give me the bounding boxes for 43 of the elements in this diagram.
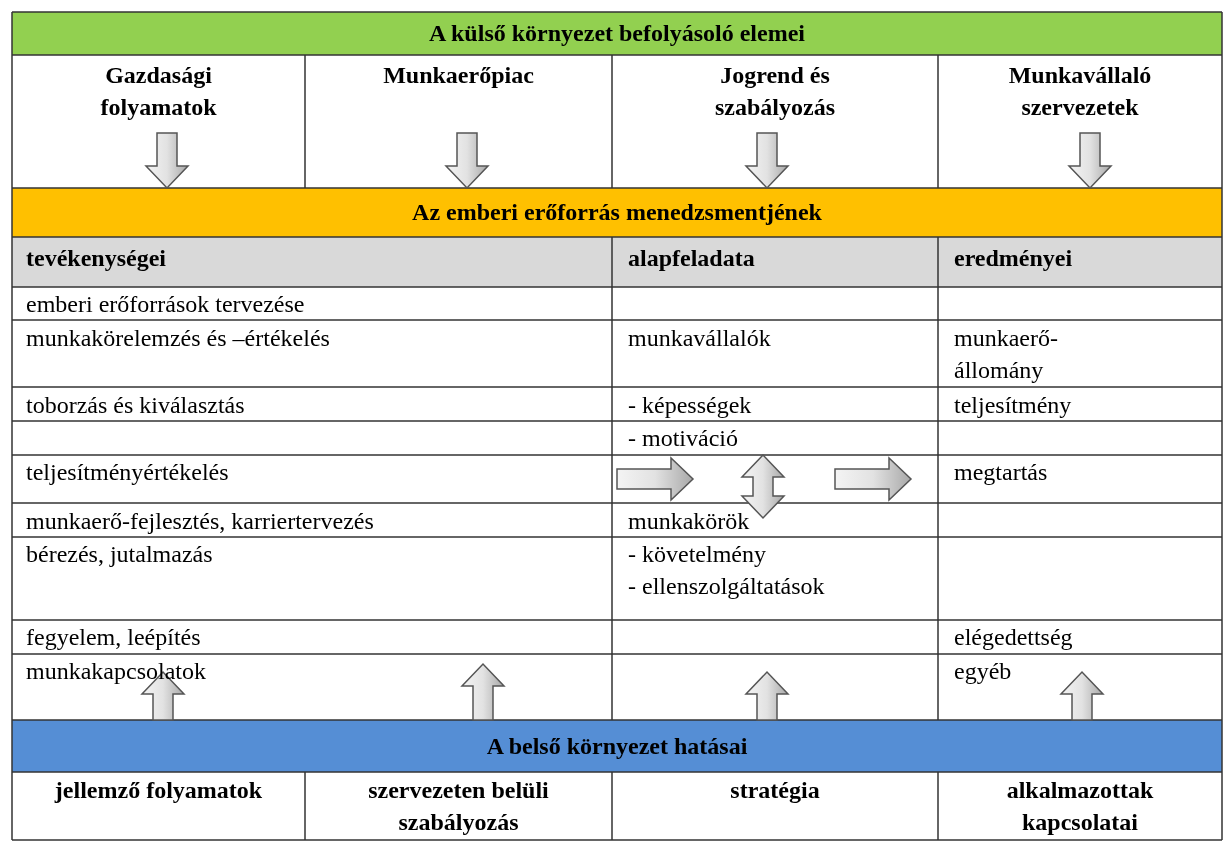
table-text: munkakörök — [628, 507, 750, 536]
header-band — [12, 720, 1222, 772]
block-arrow — [1059, 670, 1105, 721]
header-band — [12, 12, 1222, 55]
table-text: - motiváció — [628, 424, 738, 453]
band-title: Az emberi erőforrás menedzsmentjének — [412, 198, 822, 227]
category-heading: Jogrend és szabályozás — [714, 61, 836, 122]
table-text: - követelmény — [628, 540, 766, 569]
table-text: elégedettség — [954, 623, 1073, 652]
category-heading: szervezeten belüli szabályozás — [367, 776, 550, 837]
table-text: teljesítményértékelés — [26, 458, 229, 487]
table-text: munkakapcsolatok — [26, 657, 206, 686]
block-arrow — [444, 132, 490, 190]
table-text: bérezés, jutalmazás — [26, 540, 213, 569]
table-text: toborzás és kiválasztás — [26, 391, 245, 420]
column-heading: tevékenységei — [26, 244, 166, 273]
header-band — [12, 188, 1222, 237]
block-arrow — [144, 132, 190, 190]
category-heading: Munkavállaló szervezetek — [1007, 61, 1153, 122]
table-text: munkakörelemzés és –értékelés — [26, 324, 330, 353]
table-text: emberi erőforrások tervezése — [26, 290, 305, 319]
block-arrow — [1067, 132, 1113, 190]
table-text: munkaerő-fejlesztés, karriertervezés — [26, 507, 374, 536]
column-heading: eredményei — [954, 244, 1073, 273]
table-text: munkavállalók — [628, 324, 771, 353]
block-arrow — [744, 132, 790, 190]
block-arrow — [744, 670, 790, 721]
table-text: - képességek — [628, 391, 752, 420]
category-heading: alkalmazottak kapcsolatai — [1005, 776, 1155, 837]
category-heading: Munkaerőpiac — [383, 61, 534, 90]
band-title: A belső környezet hatásai — [486, 732, 748, 761]
table-text: fegyelem, leépítés — [26, 623, 201, 652]
table-text: - ellenszolgáltatások — [628, 572, 825, 601]
category-heading: stratégia — [730, 776, 820, 805]
category-heading: jellemző folyamatok — [54, 776, 263, 805]
column-heading: alapfeladata — [628, 244, 755, 273]
band-title: A külső környezet befolyásoló elemei — [429, 19, 805, 48]
category-heading: Gazdasági folyamatok — [99, 61, 218, 122]
block-arrow — [140, 670, 186, 721]
table-text: teljesítmény — [954, 391, 1072, 420]
block-arrow — [460, 662, 506, 721]
table-text: megtartás — [954, 458, 1048, 487]
table-text: egyéb — [954, 657, 1012, 686]
